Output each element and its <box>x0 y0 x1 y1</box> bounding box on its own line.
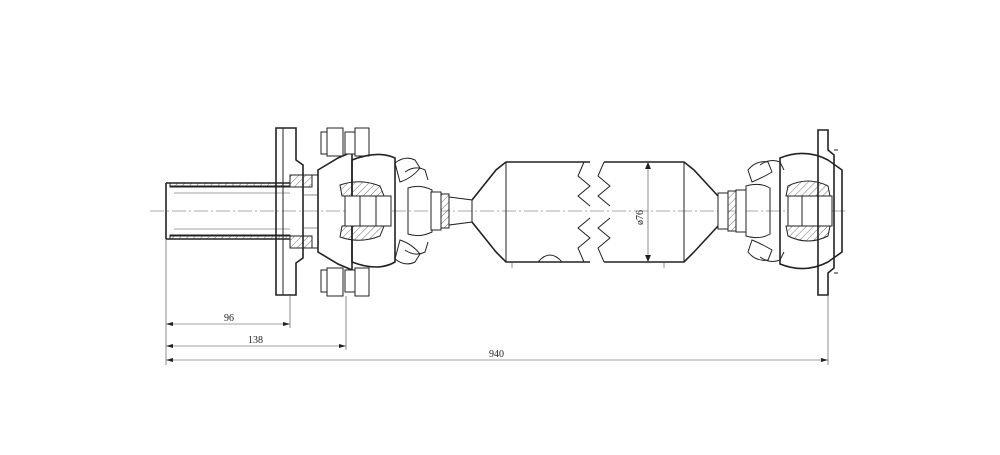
dimension-lines: 96 138 940 <box>165 239 829 365</box>
dim-940-label: 940 <box>489 349 504 360</box>
right-universal-joint <box>717 152 843 270</box>
diameter-label: ø76 <box>635 210 646 225</box>
left-spline-tube <box>165 182 291 240</box>
right-flange <box>817 129 838 296</box>
dim-138-label: 138 <box>248 335 263 346</box>
dim-96-label: 96 <box>224 313 234 324</box>
left-universal-joint <box>339 153 473 268</box>
center-tube <box>471 161 719 268</box>
diameter-dimension: ø76 <box>635 162 651 262</box>
left-flange-plate <box>275 127 319 296</box>
